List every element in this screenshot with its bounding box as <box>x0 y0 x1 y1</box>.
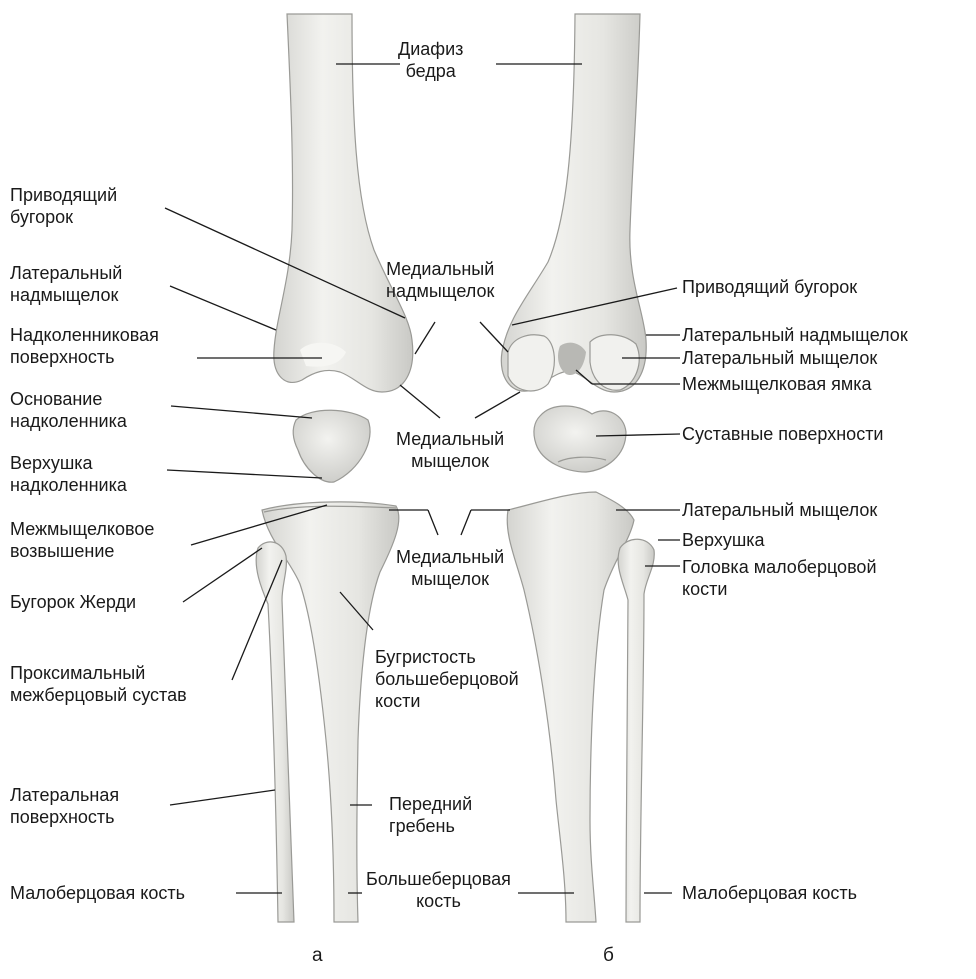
patella-a <box>293 410 370 482</box>
label-lateral-condyle-tibia-b: Латеральный мыщелок <box>682 499 877 521</box>
label-proximal-tibiofibular-joint: Проксимальный межберцовый сустав <box>10 662 187 706</box>
label-medial-condyle-femur: Медиальный мыщелок <box>396 428 504 472</box>
label-apex-b: Верхушка <box>682 529 765 551</box>
label-lateral-epicondyle-a: Латеральный надмыщелок <box>10 262 122 306</box>
view-b-bones <box>501 14 654 922</box>
label-medial-epicondyle: Медиальный надмыщелок <box>386 258 494 302</box>
label-lateral-condyle-femur-b: Латеральный мыщелок <box>682 347 877 369</box>
label-tibial-tuberosity: Бугристость большеберцовой кости <box>375 646 519 712</box>
label-adductor-tubercle-b: Приводящий бугорок <box>682 276 857 298</box>
label-intercondylar-eminence: Межмыщелковое возвышение <box>10 518 154 562</box>
label-patella-base: Основание надколенника <box>10 388 127 432</box>
patella-b <box>534 406 626 472</box>
fibula-a <box>256 542 294 922</box>
label-femur-shaft: Диафиз бедра <box>398 38 463 82</box>
label-intercondylar-fossa: Межмыщелковая ямка <box>682 373 872 395</box>
label-anterior-crest: Передний гребень <box>389 793 472 837</box>
label-adductor-tubercle-a: Приводящий бугорок <box>10 184 117 228</box>
caption-a: а <box>312 945 323 967</box>
label-medial-condyle-tibia: Медиальный мыщелок <box>396 546 504 590</box>
caption-b: б <box>603 945 614 967</box>
fibula-b <box>618 539 654 922</box>
label-lateral-surface: Латеральная поверхность <box>10 784 119 828</box>
femur-b-medial-condyle <box>508 335 554 391</box>
label-gerdy-tubercle: Бугорок Жерди <box>10 591 136 613</box>
label-articular-surfaces: Суставные поверхности <box>682 423 884 445</box>
label-fibula-a: Малоберцовая кость <box>10 882 185 904</box>
view-a-bones <box>256 14 413 922</box>
label-tibia: Большеберцовая кость <box>366 868 511 912</box>
tibia-b <box>507 492 634 922</box>
label-lateral-epicondyle-b: Латеральный надмыщелок <box>682 324 908 346</box>
label-fibula-b: Малоберцовая кость <box>682 882 857 904</box>
femur-b <box>501 14 646 392</box>
label-patella-apex: Верхушка надколенника <box>10 452 127 496</box>
label-fibula-head: Головка малоберцовой кости <box>682 556 877 600</box>
label-patellar-surface: Надколенниковая поверхность <box>10 324 159 368</box>
femur-a <box>274 14 413 392</box>
